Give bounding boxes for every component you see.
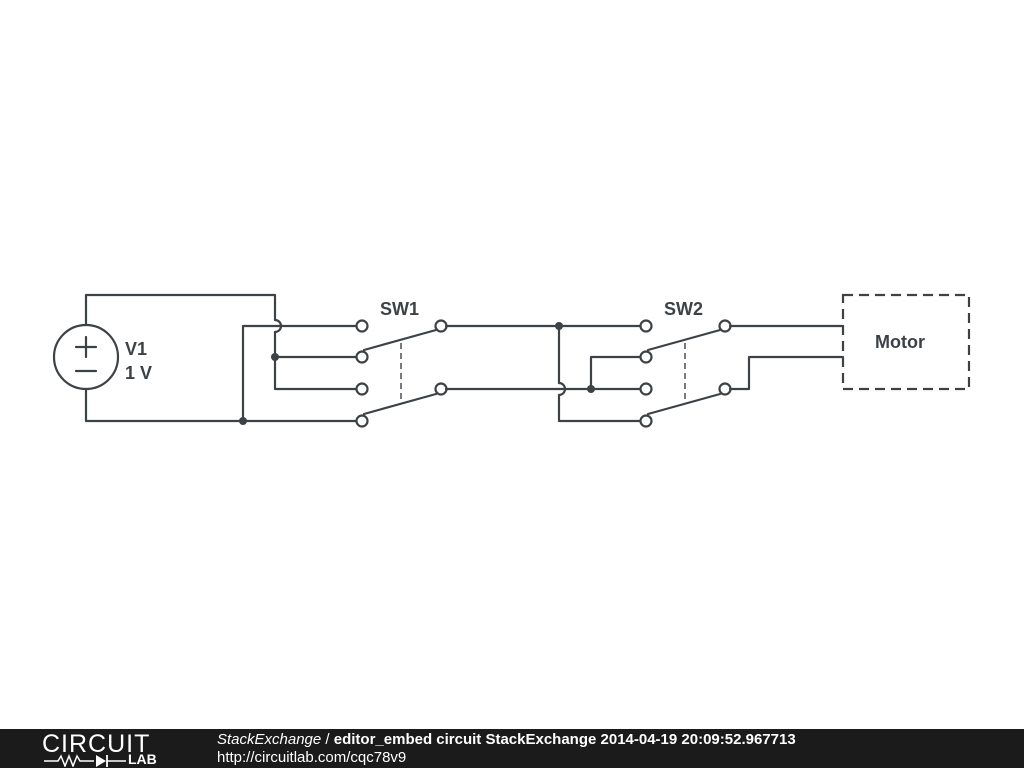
junction-dot bbox=[271, 353, 279, 361]
footer-bar: CIRCUIT LAB StackExchange / editor_embed… bbox=[0, 729, 1024, 768]
sw1-terminal-3 bbox=[355, 382, 369, 396]
motor-wires bbox=[728, 324, 845, 391]
junction-dot bbox=[555, 322, 563, 330]
wire-motor-bottom bbox=[728, 355, 845, 391]
sw2-common-bottom bbox=[718, 382, 732, 396]
wire-source-top bbox=[84, 293, 277, 327]
resistor-diode-logo-icon bbox=[44, 753, 126, 767]
sw2-terminal-4 bbox=[639, 414, 653, 428]
sw1-terminal-2 bbox=[355, 350, 369, 364]
wire-sw2-d bbox=[557, 393, 648, 423]
sw2-terminal-1 bbox=[639, 319, 653, 333]
junction-dots bbox=[239, 322, 595, 425]
footer-url-line: http://circuitlab.com/cqc78v9 bbox=[217, 749, 406, 766]
sw1-blade-bottom bbox=[362, 392, 438, 416]
sw1-terminal-1 bbox=[355, 319, 369, 333]
junction-dot bbox=[239, 417, 247, 425]
sw2-blade-bottom bbox=[646, 392, 722, 416]
motor-block[interactable] bbox=[841, 293, 971, 391]
wire-source-bottom bbox=[84, 387, 364, 423]
sw2-terminal-3 bbox=[639, 382, 653, 396]
sw1-common-top bbox=[434, 319, 448, 333]
voltage-source-v1[interactable] bbox=[52, 323, 120, 391]
sw1-common-bottom bbox=[434, 382, 448, 396]
sw2-common-top bbox=[718, 319, 732, 333]
footer-site-link[interactable]: StackExchange bbox=[217, 731, 322, 748]
sw1-label: SW1 bbox=[380, 299, 419, 319]
switch-sw1[interactable] bbox=[355, 319, 448, 428]
circuitlab-logo-text: CIRCUIT bbox=[42, 730, 151, 758]
junction-dot bbox=[587, 385, 595, 393]
wire-sw1-a bbox=[241, 324, 364, 423]
middle-wires bbox=[444, 324, 648, 423]
sw1-blade-top bbox=[362, 328, 438, 352]
source-name-label: V1 bbox=[125, 339, 147, 359]
footer-separator: / bbox=[321, 731, 334, 748]
circuitlab-logo-lab: LAB bbox=[128, 751, 157, 767]
footer-circuit-title: editor_embed circuit StackExchange 2014-… bbox=[333, 731, 796, 748]
switch-sw2[interactable] bbox=[639, 319, 732, 428]
footer-url-link[interactable]: http://circuitlab.com/cqc78v9 bbox=[217, 749, 407, 766]
wire-sw1-c bbox=[273, 330, 364, 391]
source-value-label: 1 V bbox=[125, 363, 152, 383]
schematic-canvas: V1 1 V SW1 bbox=[52, 293, 971, 428]
sw2-terminal-2 bbox=[639, 350, 653, 364]
footer-title-line: StackExchange / editor_embed circuit Sta… bbox=[217, 731, 796, 748]
source-wires bbox=[84, 293, 364, 423]
motor-box bbox=[841, 293, 971, 391]
sw2-label: SW2 bbox=[664, 299, 703, 319]
sw1-terminal-4 bbox=[355, 414, 369, 428]
motor-label: Motor bbox=[875, 332, 925, 352]
wire-sw2-b bbox=[589, 355, 648, 391]
sw2-blade-top bbox=[646, 328, 722, 352]
